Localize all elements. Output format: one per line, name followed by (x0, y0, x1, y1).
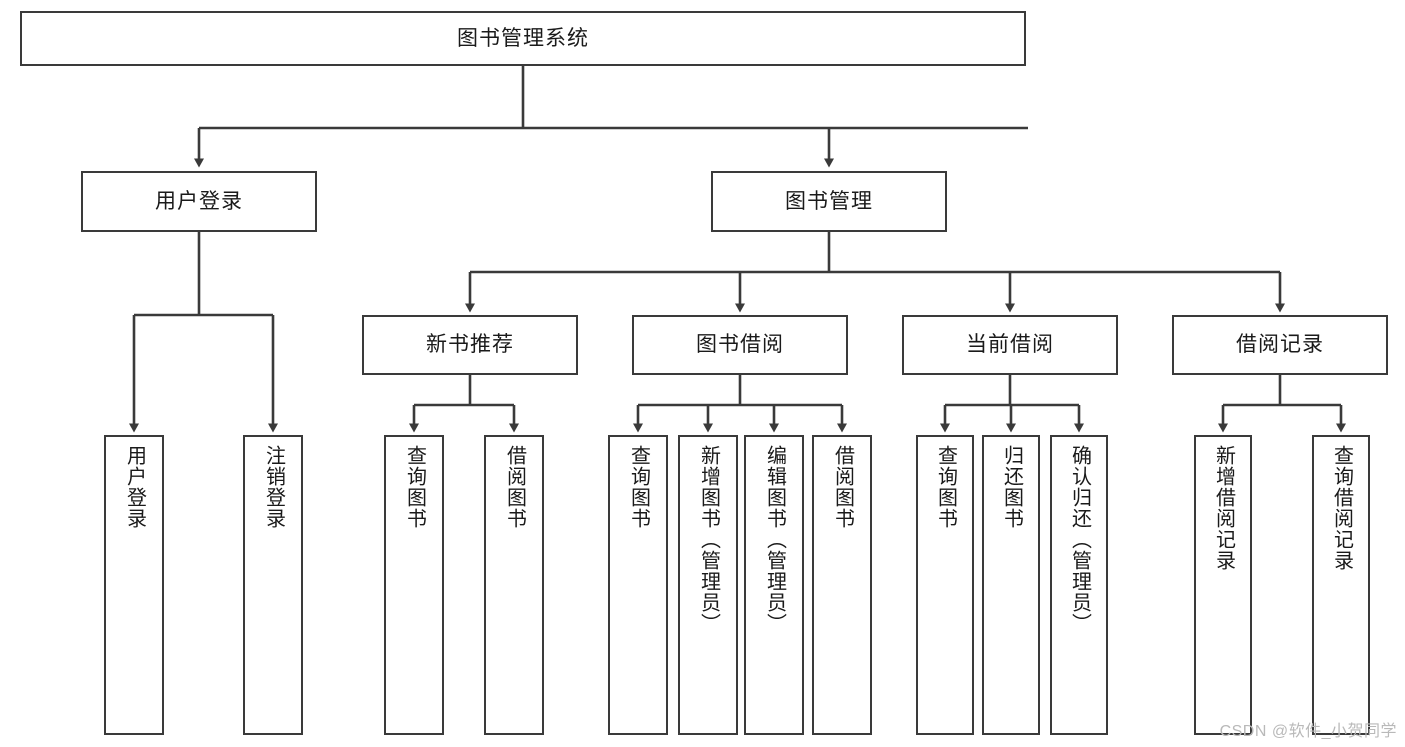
leaf-add-book-admin[interactable]: 新增图书（管理员） (678, 435, 738, 735)
node-user-login-label: 用户登录 (155, 189, 243, 213)
node-book-borrow-label: 图书借阅 (696, 333, 784, 357)
leaf-return-book[interactable]: 归还图书 (982, 435, 1040, 735)
node-root[interactable]: 图书管理系统 (20, 11, 1026, 66)
leaf-edit-book-admin[interactable]: 编辑图书（管理员） (744, 435, 804, 735)
leaf-query-borrow-record[interactable]: 查询借阅记录 (1312, 435, 1370, 735)
node-new-book-recommend-label: 新书推荐 (426, 333, 514, 357)
leaf-user-login-label: 用户登录 (123, 445, 146, 529)
node-root-label: 图书管理系统 (457, 26, 589, 50)
leaf-borrow-book-recommend-label: 借阅图书 (503, 445, 526, 529)
node-current-borrow[interactable]: 当前借阅 (902, 315, 1118, 375)
leaf-confirm-return-admin-label: 确认归还（管理员） (1068, 445, 1091, 634)
leaf-return-book-label: 归还图书 (1000, 445, 1023, 529)
leaf-logout-label: 注销登录 (262, 445, 285, 529)
node-borrow-record-label: 借阅记录 (1236, 333, 1324, 357)
leaf-user-login[interactable]: 用户登录 (104, 435, 164, 735)
leaf-query-book-borrow-label: 查询图书 (627, 445, 650, 529)
leaf-query-borrow-record-label: 查询借阅记录 (1330, 445, 1353, 571)
leaf-logout[interactable]: 注销登录 (243, 435, 303, 735)
leaf-query-book-recommend[interactable]: 查询图书 (384, 435, 444, 735)
leaf-borrow-book-label: 借阅图书 (831, 445, 854, 529)
node-user-login[interactable]: 用户登录 (81, 171, 317, 232)
leaf-query-book-borrow[interactable]: 查询图书 (608, 435, 668, 735)
leaf-add-book-admin-label: 新增图书（管理员） (697, 445, 720, 634)
node-borrow-record[interactable]: 借阅记录 (1172, 315, 1388, 375)
leaf-query-book-current[interactable]: 查询图书 (916, 435, 974, 735)
leaf-add-borrow-record-label: 新增借阅记录 (1212, 445, 1235, 571)
leaf-borrow-book-recommend[interactable]: 借阅图书 (484, 435, 544, 735)
node-book-management-label: 图书管理 (785, 189, 873, 213)
leaf-query-book-current-label: 查询图书 (934, 445, 957, 529)
csdn-watermark: CSDN @软件_小贺同学 (1219, 723, 1397, 740)
node-current-borrow-label: 当前借阅 (966, 333, 1054, 357)
node-new-book-recommend[interactable]: 新书推荐 (362, 315, 578, 375)
node-book-borrow[interactable]: 图书借阅 (632, 315, 848, 375)
leaf-confirm-return-admin[interactable]: 确认归还（管理员） (1050, 435, 1108, 735)
leaf-query-book-recommend-label: 查询图书 (403, 445, 426, 529)
leaf-edit-book-admin-label: 编辑图书（管理员） (763, 445, 786, 634)
leaf-add-borrow-record[interactable]: 新增借阅记录 (1194, 435, 1252, 735)
node-book-management[interactable]: 图书管理 (711, 171, 947, 232)
leaf-borrow-book[interactable]: 借阅图书 (812, 435, 872, 735)
